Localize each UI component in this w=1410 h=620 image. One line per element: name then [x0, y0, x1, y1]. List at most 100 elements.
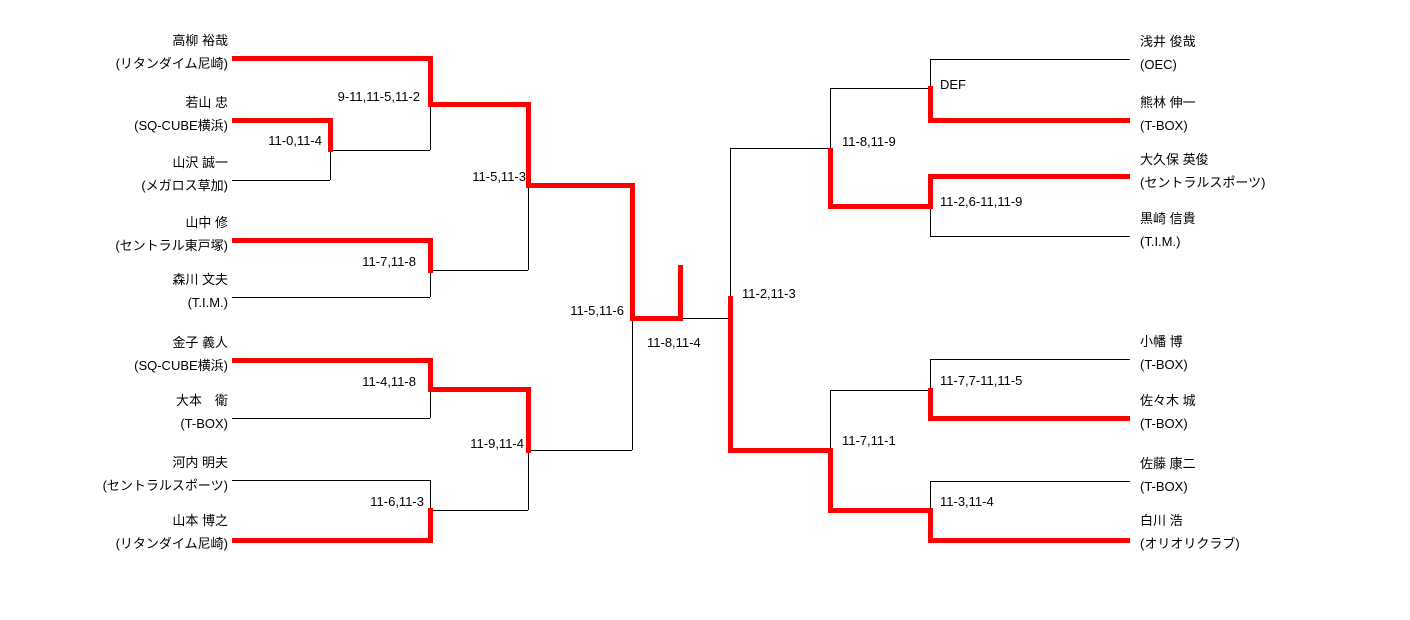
winner-path-line [428, 358, 433, 392]
player-club: (メガロス草加) [141, 178, 228, 193]
winner-path-line [930, 174, 1130, 179]
winner-path-line [728, 448, 833, 453]
bracket-line [830, 390, 831, 450]
player-right-7: 佐藤 康二 (T-BOX) [1140, 452, 1360, 498]
winner-path-line [630, 316, 683, 321]
bracket-line [430, 104, 431, 150]
winner-path-line [328, 118, 333, 152]
bracket-line [930, 481, 1130, 482]
player-name: 山本 博之 [172, 513, 228, 528]
winner-path-line [928, 86, 933, 123]
player-club: (T-BOX) [1140, 416, 1188, 431]
score-left-quarterfinal-1: 11-5,11-3 [472, 169, 526, 184]
player-club: (セントラルスポーツ) [102, 478, 228, 493]
player-club: (T-BOX) [1140, 118, 1188, 133]
bracket-line [930, 359, 931, 390]
score-final: 11-8,11-4 [647, 335, 701, 350]
player-right-5: 小幡 博 (T-BOX) [1140, 330, 1360, 376]
winner-path-line [930, 538, 1130, 543]
player-name: 佐藤 康二 [1140, 456, 1196, 471]
player-left-4: 山中 修 (セントラル東戸塚) [30, 211, 228, 257]
player-name: 佐々木 城 [1140, 393, 1196, 408]
player-name: 黒崎 信貴 [1140, 211, 1196, 226]
player-name: 高柳 裕哉 [172, 33, 228, 48]
bracket-line [430, 270, 431, 297]
winner-path-line [232, 118, 330, 123]
score-left-semifinal: 11-5,11-6 [570, 303, 624, 318]
score-left-round2-3: 11-4,11-8 [362, 374, 416, 389]
winner-path-line [232, 538, 430, 543]
player-name: 大本 衛 [175, 393, 228, 408]
bracket-line [528, 450, 529, 510]
bracket-line [930, 206, 931, 236]
bracket-line [232, 418, 430, 419]
player-club: (リタンダイム尼崎) [115, 536, 228, 551]
player-club: (SQ-CUBE横浜) [134, 358, 228, 373]
player-name: 山中 修 [185, 215, 228, 230]
player-right-4: 黒崎 信貴 (T.I.M.) [1140, 207, 1360, 253]
winner-path-line [728, 296, 733, 453]
bracket-line [632, 318, 633, 450]
champion-line [678, 265, 683, 321]
score-left-round2-1: 9-11,11-5,11-2 [337, 89, 420, 104]
winner-path-line [828, 204, 933, 209]
player-left-9: 山本 博之 (リタンダイム尼崎) [30, 509, 228, 555]
score-right-round1-4: 11-3,11-4 [940, 494, 994, 509]
winner-path-line [828, 148, 833, 209]
player-club: (T-BOX) [1140, 357, 1188, 372]
player-left-5: 森川 文夫(T.I.M.) [30, 268, 228, 314]
bracket-line [232, 480, 430, 481]
winner-path-line [928, 388, 933, 421]
player-name: 河内 明夫 [172, 455, 228, 470]
score-left-round1: 11-0,11-4 [268, 133, 322, 148]
player-left-2: 若山 忠(SQ-CUBE横浜) [30, 91, 228, 137]
player-left-3: 山沢 誠一(メガロス草加) [30, 151, 228, 197]
player-club: (リタンダイム尼崎) [115, 56, 228, 71]
score-left-quarterfinal-2: 11-9,11-4 [470, 436, 524, 451]
player-left-8: 河内 明夫 (セントラルスポーツ) [30, 451, 228, 497]
winner-path-line [526, 183, 635, 188]
bracket-line [930, 481, 931, 510]
player-right-8: 白川 浩(オリオリクラブ) [1140, 509, 1360, 555]
player-club: (セントラルスポーツ) [1140, 175, 1266, 190]
player-name: 大久保 英俊 [1140, 152, 1209, 167]
score-right-quarterfinal-1: 11-8,11-9 [842, 134, 896, 149]
bracket-line [930, 236, 1130, 237]
player-club: (セントラル東戸塚) [115, 238, 228, 253]
winner-path-line [630, 183, 635, 321]
winner-path-line [428, 508, 433, 543]
player-name: 金子 義人 [172, 335, 228, 350]
player-club: (T-BOX) [180, 416, 228, 431]
winner-path-line [232, 358, 430, 363]
bracket-line [430, 480, 431, 510]
player-club: (オリオリクラブ) [1140, 536, 1240, 551]
bracket-line [680, 318, 730, 319]
bracket-line [528, 450, 632, 451]
winner-path-line [828, 448, 833, 513]
bracket-line [730, 148, 830, 149]
player-name: 小幡 博 [1140, 334, 1183, 349]
player-right-3: 大久保 英俊 (セントラルスポーツ) [1140, 148, 1360, 194]
winner-path-line [928, 174, 933, 209]
player-name: 森川 文夫 [172, 272, 228, 287]
winner-path-line [526, 102, 531, 188]
player-right-1: 浅井 俊哉(OEC) [1140, 30, 1360, 76]
player-club: (T-BOX) [1140, 479, 1188, 494]
player-left-7: 大本 衛 (T-BOX) [30, 389, 228, 435]
bracket-line [830, 390, 930, 391]
winner-path-line [428, 56, 433, 107]
winner-path-line [526, 387, 531, 453]
bracket-line [528, 185, 529, 270]
winner-path-line [232, 238, 430, 243]
bracket-line [232, 180, 330, 181]
winner-path-line [930, 118, 1130, 123]
winner-path-line [428, 102, 531, 107]
bracket-line [930, 359, 1130, 360]
player-left-1: 高柳 裕哉 (リタンダイム尼崎) [30, 29, 228, 75]
winner-path-line [828, 508, 933, 513]
bracket-line [830, 88, 930, 89]
winner-path-line [928, 508, 933, 543]
player-club: (T.I.M.) [1140, 234, 1181, 249]
player-club: (SQ-CUBE横浜) [134, 118, 228, 133]
